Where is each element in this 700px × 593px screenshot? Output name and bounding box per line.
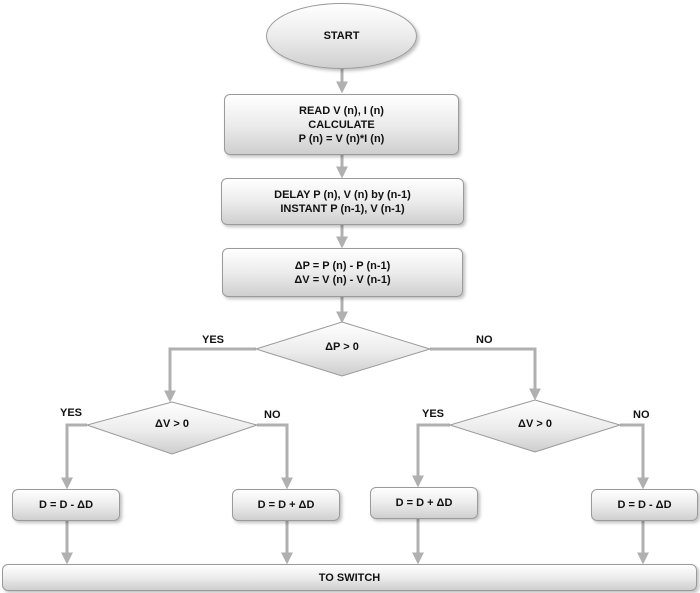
connector-dvr-yes — [412, 423, 450, 488]
output-decrease-duty-2: D = D - ΔD — [591, 489, 698, 521]
output-increase-duty-2: D = D + ΔD — [370, 487, 478, 519]
start-terminal: START — [266, 3, 417, 69]
connector-dvl-yes — [61, 423, 87, 490]
decision-dv-left-label: ΔV > 0 — [155, 418, 189, 430]
no-label-dv-right: NO — [633, 409, 650, 421]
read-line-3: P (n) = V (n)*I (n) — [298, 132, 385, 145]
delay-block: DELAY P (n), V (n) by (n-1) INSTANT P (n… — [221, 178, 464, 225]
output-increase-duty-1: D = D + ΔD — [232, 489, 340, 521]
decision-dp-label: ΔP > 0 — [325, 341, 359, 353]
to-switch-block: TO SWITCH — [2, 564, 697, 591]
delta-block: ΔP = P (n) - P (n-1) ΔV = V (n) - V (n-1… — [222, 248, 463, 297]
read-line-2: CALCULATE — [308, 118, 375, 131]
connector-dvl-no — [257, 423, 293, 490]
yes-label-dv-right: YES — [422, 408, 445, 420]
decision-dv-left-shape — [85, 401, 259, 455]
output-3-text: D = D + ΔD — [395, 497, 453, 509]
read-line-1: READ V (n), I (n) — [299, 104, 384, 117]
output-1-text: D = D - ΔD — [38, 499, 94, 511]
delay-line-2: INSTANT P (n-1), V (n-1) — [280, 202, 405, 215]
no-label-dv-left: NO — [264, 409, 281, 421]
read-calculate-block: READ V (n), I (n) CALCULATE P (n) = V (n… — [224, 94, 459, 155]
output-decrease-duty-1: D = D - ΔD — [12, 489, 120, 521]
delta-line-1: ΔP = P (n) - P (n-1) — [294, 259, 391, 272]
connector-dp-yes — [164, 347, 256, 403]
output-2-text: D = D + ΔD — [257, 499, 315, 511]
to-switch-label: TO SWITCH — [318, 571, 381, 584]
connector-dvr-no — [620, 423, 649, 490]
yes-label-dv-left: YES — [60, 407, 83, 419]
output-4-text: D = D - ΔD — [617, 499, 672, 511]
decision-dp-shape — [254, 321, 432, 377]
decision-dv-right-label: ΔV > 0 — [518, 418, 552, 430]
decision-dv-right-shape — [448, 399, 622, 453]
no-label-dp: NO — [476, 334, 493, 346]
connector-dp-no — [430, 347, 541, 401]
delta-line-2: ΔV = V (n) - V (n-1) — [294, 273, 391, 286]
yes-label-dp: YES — [202, 334, 225, 346]
start-label: START — [323, 30, 360, 42]
delay-line-1: DELAY P (n), V (n) by (n-1) — [274, 188, 411, 201]
